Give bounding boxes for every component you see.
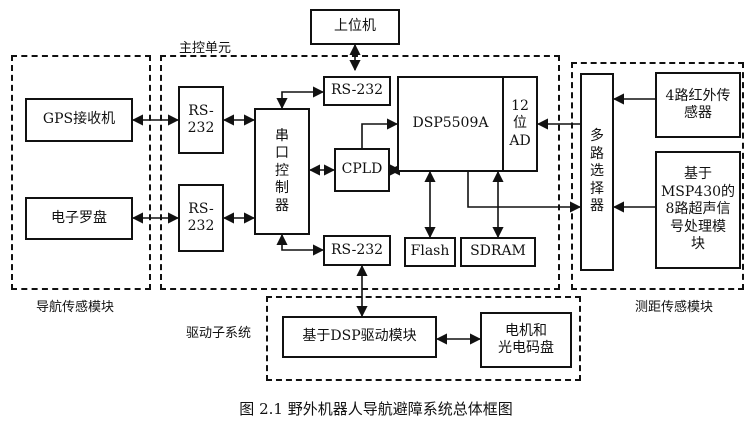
ad-converter-box: 12 位 AD bbox=[502, 76, 538, 172]
multiplexer-box: 多 路 选 择 器 bbox=[580, 73, 614, 271]
flash-box: Flash bbox=[404, 237, 456, 267]
dsp-mux-control-link bbox=[467, 172, 582, 213]
dsp-box: DSP5509A bbox=[397, 76, 504, 172]
figure-caption: 图 2.1 野外机器人导航避障系统总体框图 bbox=[239, 400, 513, 418]
main-control-group-label: 主控单元 bbox=[179, 41, 232, 56]
cpld-dsp-upper-link bbox=[361, 118, 399, 148]
host-computer-box: 上位机 bbox=[310, 9, 400, 45]
gps-receiver-box: GPS接收机 bbox=[25, 98, 133, 142]
rs232-bottom-box: RS-232 bbox=[323, 235, 391, 266]
drive-subsystem-group bbox=[266, 296, 581, 381]
serial-top-rs232-link bbox=[276, 86, 325, 110]
electronic-compass-box: 电子罗盘 bbox=[25, 197, 133, 240]
drive-subsystem-group-label: 驱动子系统 bbox=[186, 326, 252, 341]
ir-sensor-box: 4路红外传 感器 bbox=[655, 72, 741, 138]
sdram-box: SDRAM bbox=[460, 237, 536, 267]
ultrasonic-module-box: 基于 MSP430的 8路超声信 号处理模 块 bbox=[655, 151, 741, 269]
serial-controller-box: 串 口 控 制 器 bbox=[254, 108, 310, 235]
serial-bottom-rs232-link bbox=[276, 233, 325, 256]
dsp-drive-module-box: 基于DSP驱动模块 bbox=[282, 316, 437, 358]
range-sensor-group-label: 测距传感模块 bbox=[635, 300, 714, 315]
motor-encoder-box: 电机和 光电码盘 bbox=[480, 312, 572, 368]
nav-sensor-group-label: 导航传感模块 bbox=[36, 300, 115, 315]
rs232-a-box: RS- 232 bbox=[178, 86, 224, 154]
nav-sensor-group bbox=[11, 55, 151, 290]
range-sensor-group bbox=[571, 62, 744, 290]
rs232-top-box: RS-232 bbox=[323, 76, 391, 106]
cpld-box: CPLD bbox=[334, 148, 390, 192]
rs232-b-box: RS- 232 bbox=[178, 184, 224, 252]
